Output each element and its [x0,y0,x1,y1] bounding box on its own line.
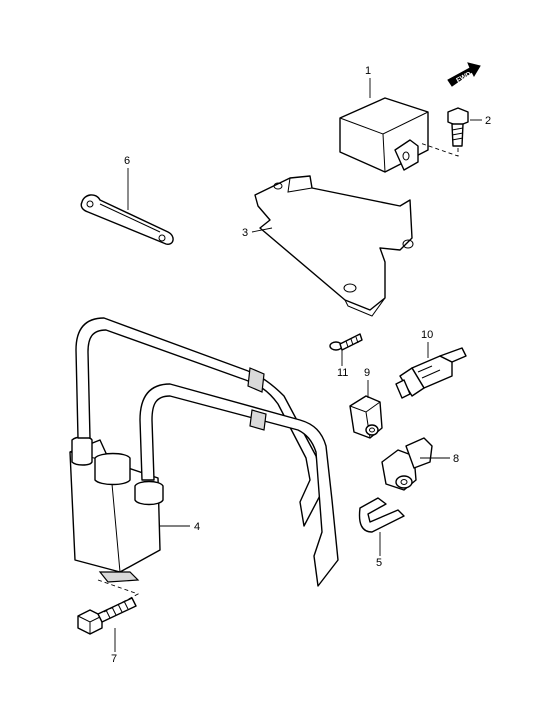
callout-7: 7 [111,628,117,665]
callout-10: 10 [421,329,433,358]
sensor-switch-part [395,347,467,399]
callout-number-6: 6 [124,155,130,167]
callout-number-2: 2 [485,115,491,127]
coil-bolt-dashed-guide [97,579,140,613]
callout-6: 6 [124,155,130,210]
ignition-coil-part [69,436,164,583]
callout-number-1: 1 [365,65,371,77]
callout-number-10: 10 [421,329,433,341]
callout-number-7: 7 [111,653,117,665]
mounting-bracket-part [254,175,414,317]
plug-boot-part [381,437,433,491]
callout-4: 4 [160,521,200,533]
callout-5: 5 [376,532,382,569]
high-tension-lead-2 [139,383,339,587]
callout-8: 8 [420,453,459,465]
forward-label: FWD [455,71,472,85]
callout-1: 1 [365,65,371,98]
coil-bolt-part [77,597,137,635]
connector-cap-part [349,395,383,439]
callout-2: 2 [470,115,491,127]
callout-number-3: 3 [242,227,248,239]
bolt-dashed-guide [419,142,459,157]
module-box-part [339,97,429,173]
strap-band-part [80,194,174,245]
high-tension-lead-1 [75,317,325,527]
callout-number-5: 5 [376,557,382,569]
clamp-part [358,497,405,533]
bolt-part [447,107,469,147]
forward-arrow-icon: FWD [447,62,481,87]
callout-3: 3 [242,227,273,239]
callout-9: 9 [364,367,370,398]
callout-number-4: 4 [194,521,200,533]
callout-number-8: 8 [453,453,459,465]
callout-11: 11 [337,350,348,379]
callout-number-9: 9 [364,367,370,379]
small-screw-part [329,333,363,351]
callout-number-11: 11 [337,367,348,379]
